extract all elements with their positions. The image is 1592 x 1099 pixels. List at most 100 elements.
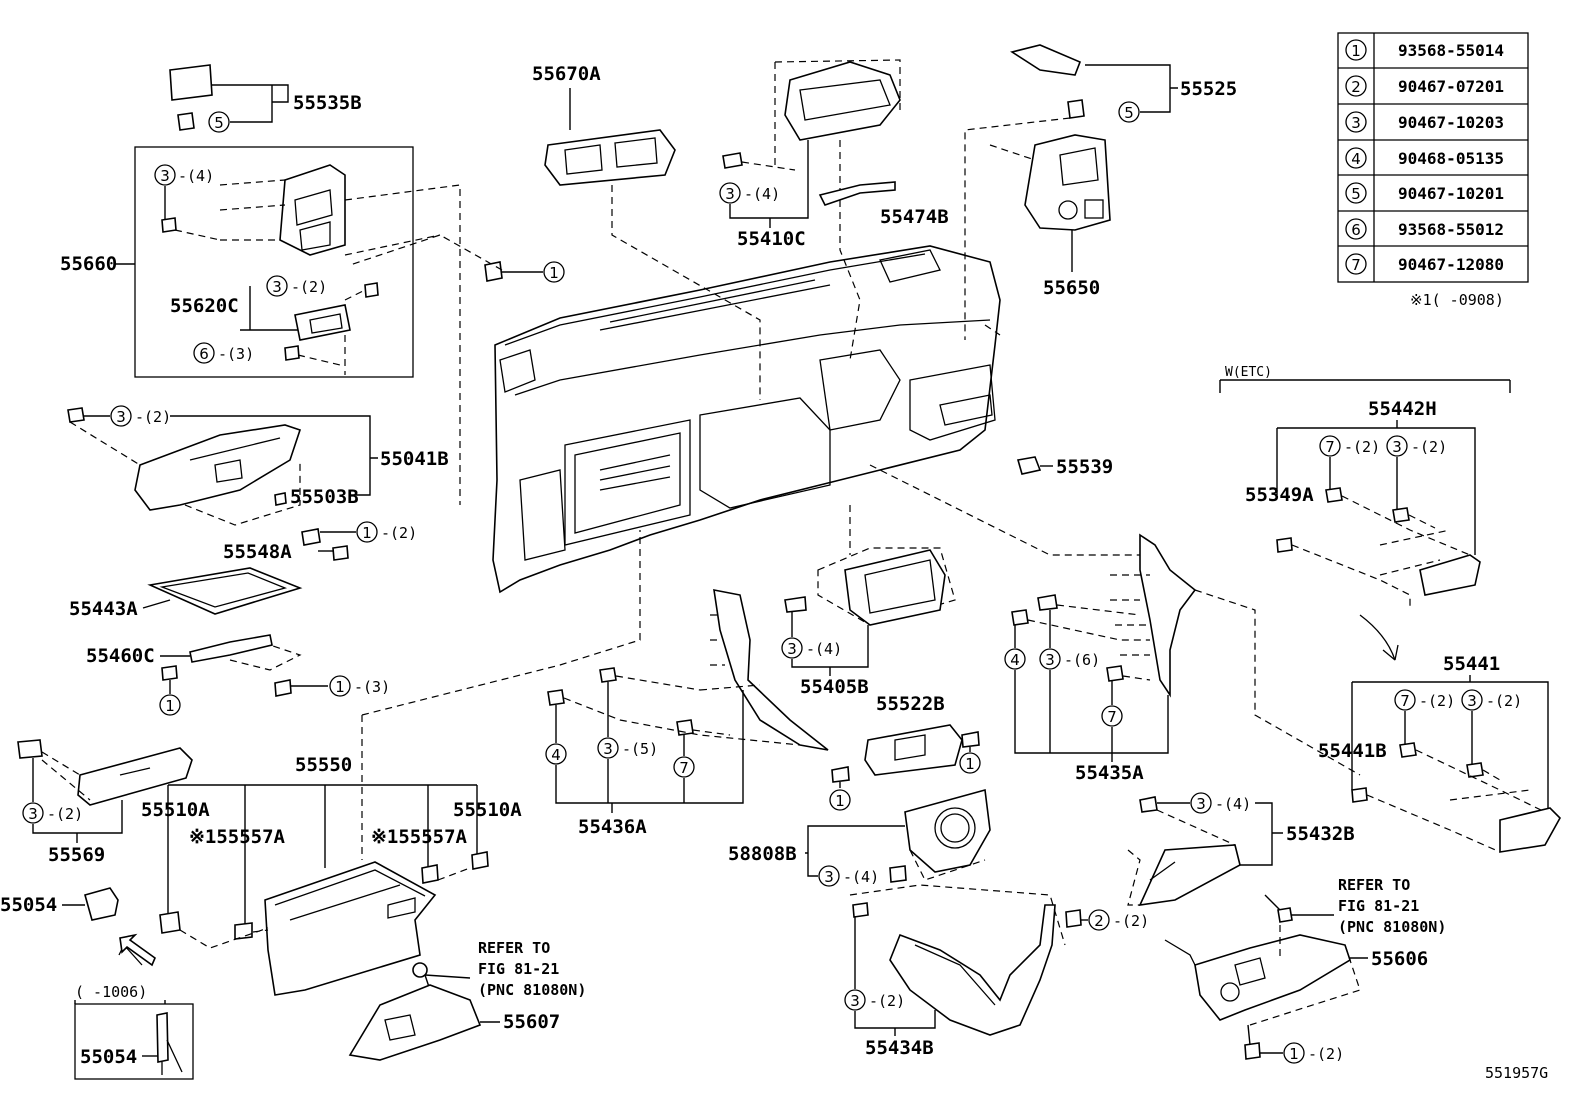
refer-label-3: (PNC 81080N) [478,981,586,999]
part-55474B: 55474B [818,181,949,228]
part-55607: REFER TO FIG 81-21 (PNC 81080N) 55607 [348,939,586,1061]
fastener-legend-table: 1 93568-55014 2 90467-07201 3 90467-1020… [1337,32,1529,309]
part-55606: REFER TO FIG 81-21 (PNC 81080N) 55606 1 … [1164,876,1446,1064]
label-55434B: 55434B [865,1037,934,1059]
legend-part-number: 90467-12080 [1398,255,1504,274]
part-55550: 55550 55510A ※155557A ※155557A 55510A [141,530,641,996]
svg-text:-(2): -(2) [1308,1045,1344,1063]
label-55041B: 55041B [380,448,449,470]
label-55535B: 55535B [293,92,362,114]
svg-text:3: 3 [28,805,38,823]
part-55650: 55650 [984,134,1111,336]
label-55548A: 55548A [223,541,292,563]
part-55054-b: ( -1006) 55054 [74,983,194,1080]
part-55443A: 55443A [69,567,303,620]
label-55441: 55441 [1443,653,1500,675]
part-55410C: 3 -(4) 55410C [719,59,901,361]
svg-text:1: 1 [335,678,345,696]
label-55550: 55550 [295,754,352,776]
label-55054-range: ( -1006) [75,983,147,1001]
svg-text:6: 6 [199,345,209,363]
label-55510A-left: 55510A [141,799,210,821]
svg-text:1: 1 [165,697,175,715]
label-55435A: 55435A [1075,762,1144,784]
svg-text:6: 6 [1351,221,1361,239]
svg-text:2: 2 [1351,78,1361,96]
svg-text:-(2): -(2) [1486,692,1522,710]
label-55660: 55660 [60,253,117,275]
svg-text:3: 3 [1351,114,1361,132]
label-55503B: 55503B [290,486,359,508]
label-55539: 55539 [1056,456,1113,478]
label-55620C: 55620C [170,295,239,317]
label-55569: 55569 [48,844,105,866]
part-55525: 5 55525 [964,44,1237,340]
label-55510A-right: 55510A [453,799,522,821]
screw-callout: 1 [349,234,565,283]
svg-text:7: 7 [1400,692,1410,710]
legend-row: 7 90467-12080 [1345,253,1504,275]
refer-label-6: (PNC 81080N) [1338,918,1446,936]
legend-row: 5 90467-10201 [1345,182,1504,204]
svg-text:3: 3 [787,640,797,658]
part-55435A: 4 3 -(6) 7 55435A [869,464,1361,784]
svg-text:-(2): -(2) [291,278,327,296]
svg-text:1: 1 [965,755,975,773]
legend-row: 4 90468-05135 [1345,147,1504,169]
svg-text:2: 2 [1094,912,1104,930]
svg-text:3: 3 [1467,692,1477,710]
label-55650: 55650 [1043,277,1100,299]
svg-text:-(4): -(4) [178,167,214,185]
svg-text:3: 3 [160,167,170,185]
svg-text:-(2): -(2) [1411,438,1447,456]
label-58808B: 58808B [728,843,797,865]
label-55349A: 55349A [1245,484,1314,506]
svg-text:3: 3 [1045,651,1055,669]
label-55670A: 55670A [532,63,601,85]
part-55436A: 4 3 -(5) 7 55436A [545,589,829,838]
svg-text:7: 7 [679,759,689,777]
label-55443A: 55443A [69,598,138,620]
label-55432B: 55432B [1286,823,1355,845]
legend-part-number: 90467-10203 [1398,113,1504,132]
svg-text:1: 1 [549,264,559,282]
svg-text:7: 7 [1351,256,1361,274]
label-55436A: 55436A [578,816,647,838]
legend-row: 3 90467-10203 [1345,111,1504,133]
part-55522B: 55522B 1 1 [829,693,981,811]
svg-text:3: 3 [1196,795,1206,813]
svg-text:-(2): -(2) [47,805,83,823]
legend-part-number: 93568-55012 [1398,220,1504,239]
svg-text:3: 3 [1392,438,1402,456]
svg-text:4: 4 [1351,150,1361,168]
diagram-id: 551957G [1485,1064,1548,1082]
label-etc-group: W(ETC) [1225,365,1272,380]
part-55670A: 55670A [532,63,761,400]
label-55054-b: 55054 [80,1046,137,1068]
label-55474B: 55474B [880,206,949,228]
label-55607: 55607 [503,1011,560,1033]
part-55405B: 3 -(4) 55405B [781,505,956,698]
svg-text:4: 4 [1010,651,1020,669]
svg-text:3: 3 [850,992,860,1010]
part-55041B: 3 -(2) 55041B 55503B [67,405,449,526]
svg-text:-(2): -(2) [1419,692,1455,710]
svg-text:1: 1 [835,792,845,810]
legend-part-number: 90467-07201 [1398,77,1504,96]
svg-text:-(2): -(2) [381,524,417,542]
svg-text:-(3): -(3) [354,678,390,696]
part-55054-a: 55054 [0,887,156,967]
part-55539: 55539 [1016,456,1113,478]
part-55460C: 55460C 1 1 -(3) [86,634,390,716]
svg-text:-(4): -(4) [1215,795,1251,813]
svg-text:7: 7 [1107,708,1117,726]
svg-text:-(2): -(2) [135,408,171,426]
instrument-panel-main [492,245,1001,594]
part-55535B: 5 55535B [169,64,362,133]
svg-text:5: 5 [1351,185,1361,203]
svg-text:4: 4 [551,746,561,764]
label-55442H: 55442H [1368,398,1437,420]
label-55522B: 55522B [876,693,945,715]
legend-part-number: 90467-10201 [1398,184,1504,203]
